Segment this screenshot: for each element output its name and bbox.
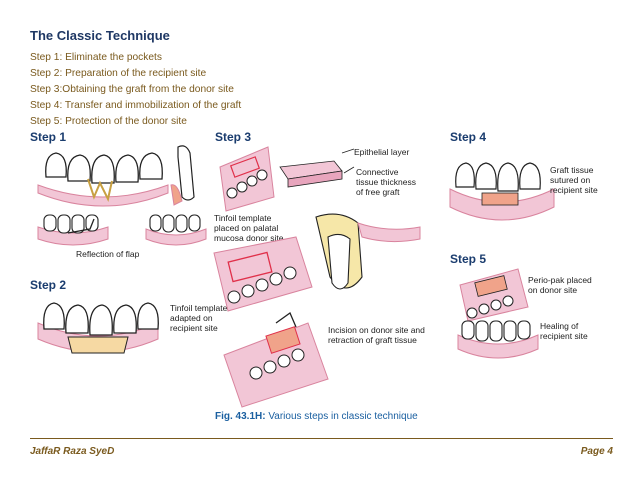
healing-line-1: Healing of: [540, 321, 579, 331]
tinfoil-palatal-line-2: placed on palatal: [214, 223, 278, 233]
figure-caption: Fig. 43.1H: Various steps in classic tec…: [215, 411, 418, 422]
step2-teeth-illustration: [37, 302, 159, 354]
healing-line-2: recipient site: [540, 331, 588, 341]
reflection-caption: Reflection of flap: [76, 249, 140, 259]
step1-tooth-section: [170, 145, 195, 206]
healing-caption: Healing of recipient site: [540, 321, 588, 341]
step1-flap-illustration: [37, 214, 109, 246]
section-heading: The Classic Technique: [30, 28, 170, 43]
step1-label: Step 1: [30, 130, 66, 144]
steps-list: Step 1: Eliminate the pockets Step 2: Pr…: [30, 50, 241, 130]
periopak-caption: Perio-pak placed on donor site: [528, 275, 592, 295]
connective-line-1: Connective: [356, 167, 399, 177]
step4-teeth-illustration: [449, 162, 555, 221]
figure-caption-bold: Fig. 43.1H:: [215, 411, 266, 422]
connective-line-2: tissue thickness: [356, 177, 416, 187]
step4-label: Step 4: [450, 130, 486, 144]
step-1-text: Step 1: Eliminate the pockets: [30, 52, 162, 63]
periopak-line-2: on donor site: [528, 285, 577, 295]
graft-tissue-line-3: recipient site: [550, 185, 598, 195]
step1-teeth-illustration: [37, 152, 169, 207]
step3-donor-illustration: [213, 236, 313, 312]
footer-page-number: Page 4: [580, 446, 613, 457]
tinfoil-adapted-line-2: adapted on: [170, 313, 213, 323]
incision-line-1: Incision on donor site and: [328, 325, 425, 335]
tinfoil-palatal-line-3: mucosa donor site: [214, 233, 284, 243]
step5-palate-illustration: [459, 268, 529, 322]
tinfoil-adapted-line-1: Tinfoil template: [170, 303, 228, 313]
classic-technique-figure: Step 1 Reflection: [30, 130, 598, 422]
footer-author: JaffaR Raza SyeD: [30, 446, 115, 457]
figure-caption-text: Various steps in classic technique: [266, 411, 419, 422]
graft-tissue-caption: Graft tissue sutured on recipient site: [550, 165, 598, 195]
periopak-line-1: Perio-pak placed: [528, 275, 592, 285]
step-3-text: Step 3:Obtaining the graft from the dono…: [30, 84, 234, 95]
tinfoil-adapted-line-3: recipient site: [170, 323, 218, 333]
incision-line-2: retraction of graft tissue: [328, 335, 417, 345]
step5-teeth-illustration: [457, 320, 539, 359]
step1-teeth-small: [145, 214, 207, 246]
step-2-text: Step 2: Preparation of the recipient sit…: [30, 68, 207, 79]
connective-caption: Connective tissue thickness of free graf…: [356, 167, 416, 197]
footer-rule: [30, 438, 613, 439]
step5-label: Step 5: [450, 252, 486, 266]
epithelial-label: Epithelial layer: [354, 147, 409, 157]
step-5-text: Step 5: Protection of the donor site: [30, 116, 187, 127]
step3-palate-illustration: [219, 146, 275, 212]
incision-caption: Incision on donor site and retraction of…: [328, 325, 425, 345]
step3-label: Step 3: [215, 130, 251, 144]
tinfoil-palatal-caption: Tinfoil template placed on palatal mucos…: [214, 213, 284, 243]
tinfoil-palatal-line-1: Tinfoil template: [214, 213, 272, 223]
tooth-cross-section: [315, 213, 421, 290]
step-4-text: Step 4: Transfer and immobilization of t…: [30, 100, 242, 111]
graft-tissue-line-1: Graft tissue: [550, 165, 594, 175]
connective-line-3: of free graft: [356, 187, 400, 197]
tinfoil-adapted-caption: Tinfoil template adapted on recipient si…: [170, 303, 228, 333]
graft-block: [279, 148, 355, 188]
step2-label: Step 2: [30, 278, 66, 292]
step3-incision-illustration: [223, 312, 329, 408]
graft-tissue-line-2: sutured on: [550, 175, 590, 185]
